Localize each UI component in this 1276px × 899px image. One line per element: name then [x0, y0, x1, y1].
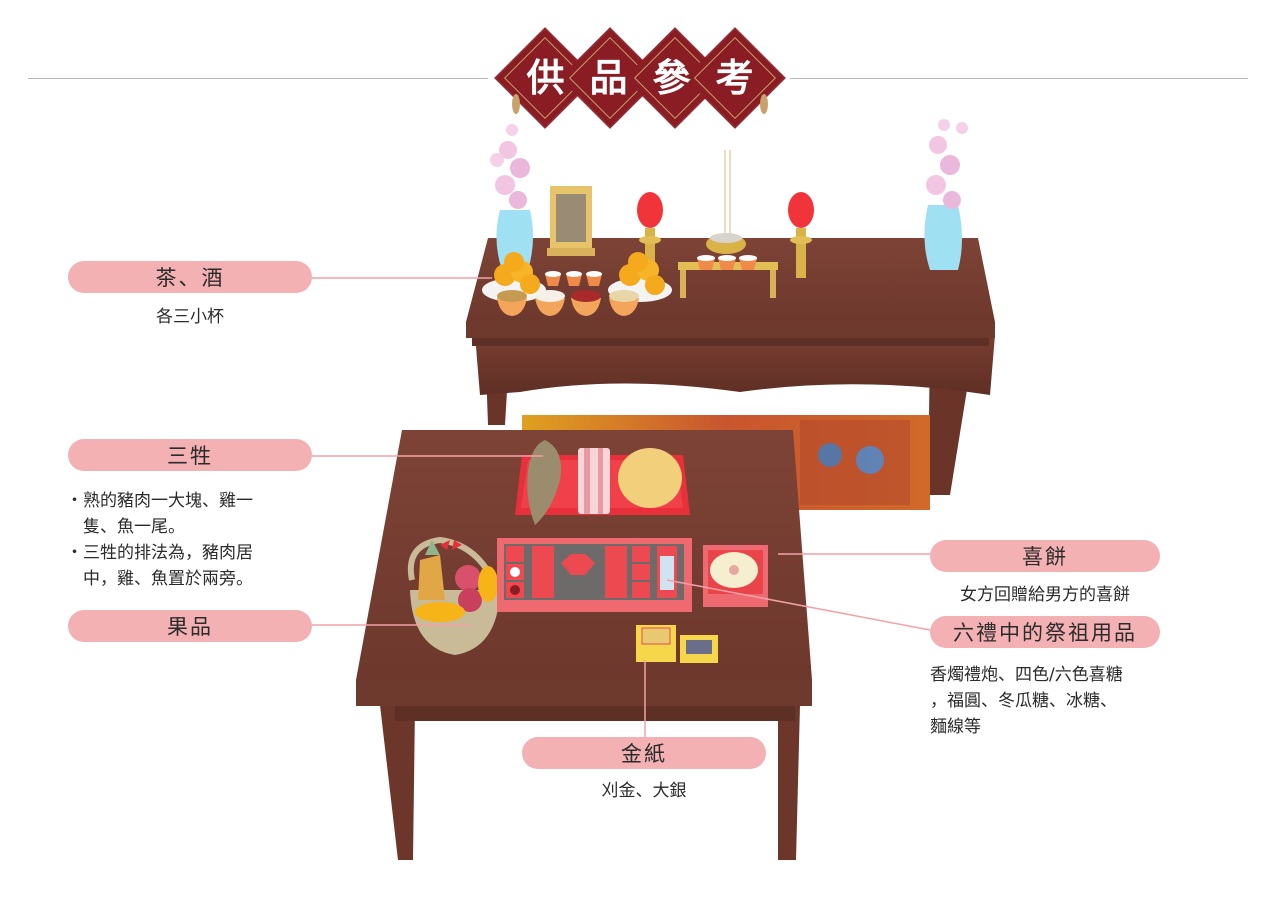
chicken: [618, 448, 682, 508]
label-pill-wedding-cake: 喜餅: [930, 540, 1160, 572]
connector-ancestor-items: [666, 579, 931, 631]
label-pill-ancestor-items: 六禮中的祭祖用品: [930, 616, 1160, 648]
label-desc-tea-wine: 各三小杯: [156, 307, 224, 327]
title-char: 考: [715, 55, 754, 100]
label-pill-fruit: 果品: [68, 610, 312, 642]
label-title: 三牲: [167, 444, 213, 468]
label-desc-joss-paper: 刈金、大銀: [601, 781, 687, 801]
bullet-line: 中，雞、魚置於兩旁。: [66, 569, 253, 589]
ancestral-tablet: [547, 186, 595, 256]
label-title: 喜餅: [1022, 545, 1068, 569]
label-title: 茶、酒: [155, 266, 225, 290]
label-desc-ancestor-items: 香燭禮炮、四色/六色喜糖 ，福圓、冬瓜糖、冰糖、 麵線等: [930, 662, 1180, 740]
banner-cap-left: [512, 94, 520, 114]
incense-burner: [706, 150, 746, 254]
title-char: 品: [589, 55, 628, 100]
label-title: 果品: [167, 615, 213, 639]
flower-vase-right: [924, 119, 968, 270]
candle-left: [637, 192, 663, 278]
orange-plate-right: [608, 252, 672, 302]
page-title: 供 品 參 考: [496, 50, 784, 106]
bullet-line: ・熟的豬肉一大塊、雞一: [66, 491, 253, 511]
title-char: 參: [652, 55, 691, 100]
connector-lines: [312, 277, 931, 737]
label-title: 金紙: [621, 742, 667, 766]
bullet-line: 隻、魚一尾。: [66, 517, 185, 537]
bullet-line: ・三牲的排法為，豬肉居: [66, 543, 253, 563]
label-title: 六禮中的祭祖用品: [953, 621, 1137, 645]
flower-vase-left: [490, 124, 534, 270]
desc-line: ，福圓、冬瓜糖、冰糖、: [930, 691, 1117, 711]
joss-paper-boxes: [636, 625, 718, 663]
label-desc-wedding-cake: 女方回贈給男方的喜餅: [960, 585, 1130, 605]
title-char: 供: [526, 55, 565, 100]
ancestor-items-tray: [497, 538, 692, 612]
fruit-basket: [407, 536, 500, 655]
banner-cap-right: [760, 94, 768, 114]
three-sacrifices-tray: [515, 440, 690, 525]
label-pill-tea-wine: 茶、酒: [68, 261, 312, 293]
fish: [527, 440, 561, 525]
front-table-items: [407, 440, 768, 663]
header-rule-left: [28, 78, 488, 79]
desc-line: 麵線等: [930, 717, 981, 737]
candle-right: [788, 192, 814, 278]
back-table-items: [482, 119, 968, 316]
label-desc-three-sacrifices: ・熟的豬肉一大塊、雞一 隻、魚一尾。 ・三牲的排法為，豬肉居 中，雞、魚置於兩旁…: [66, 488, 306, 592]
label-pill-joss-paper: 金紙: [522, 737, 766, 769]
desc-line: 香燭禮炮、四色/六色喜糖: [930, 665, 1123, 685]
header-rule-right: [790, 78, 1248, 79]
tea-cups-stand: [678, 255, 778, 298]
pork: [578, 448, 610, 514]
tea-wine-cups: [545, 271, 602, 286]
label-pill-three-sacrifices: 三牲: [68, 439, 312, 471]
offering-bowls: [497, 290, 639, 316]
title-banner: 供 品 參 考: [494, 27, 786, 129]
